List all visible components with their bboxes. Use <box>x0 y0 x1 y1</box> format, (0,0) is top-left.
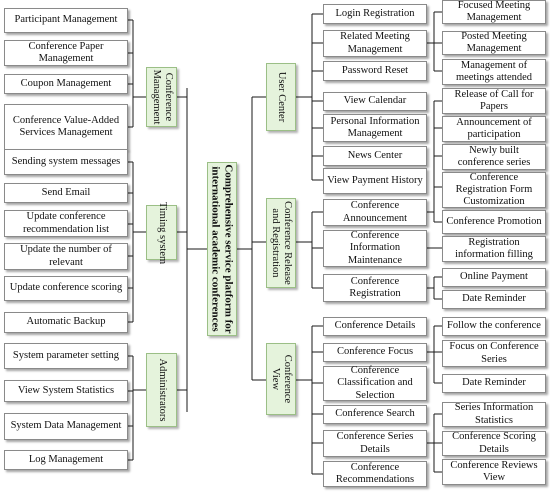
left-item: Automatic Backup <box>4 312 128 333</box>
far-item: Newly built conference series <box>442 144 546 170</box>
mid-item: Password Reset <box>323 61 427 81</box>
left-item: System Data Management <box>4 413 128 440</box>
mid-item: Conference Announcement <box>323 199 427 226</box>
group-conference-view: Conference View <box>266 343 296 415</box>
group-release-registration: Conference Release and Registration <box>266 198 296 288</box>
far-item: Conference Promotion <box>442 210 546 234</box>
group-timing-system: Timing system <box>146 201 177 264</box>
far-item: Conference Scoring Details <box>442 431 546 456</box>
mid-item: Personal Information Management <box>323 114 427 142</box>
group-label: Conference Management <box>150 69 174 125</box>
far-item: Date Reminder <box>442 290 546 309</box>
mid-item: Conference Search <box>323 405 427 424</box>
left-item: Participant Management <box>4 8 128 33</box>
far-item: Announcement of participation <box>442 116 546 142</box>
left-item: Log Management <box>4 450 128 470</box>
group-label: Conference View <box>270 354 294 404</box>
left-item: System parameter setting <box>4 343 128 369</box>
mid-item: Conference Registration <box>323 274 427 302</box>
mid-item: Login Registration <box>323 4 427 24</box>
group-label: Timing system <box>156 201 168 264</box>
far-item: Date Reminder <box>442 374 546 393</box>
mid-item: View Payment History <box>323 168 427 194</box>
far-item: Conference Reviews View <box>442 459 546 485</box>
far-item: Online Payment <box>442 268 546 287</box>
far-item: Release of Call for Papers <box>442 88 546 114</box>
mid-item: Conference Focus <box>323 343 427 362</box>
left-item: Conference Value-Added Services Manageme… <box>4 104 128 150</box>
far-item: Series Information Statistics <box>442 402 546 427</box>
left-item: Update conference recommendation list <box>4 210 128 237</box>
far-item: Registration information filling <box>442 236 546 262</box>
mid-item: Conference Classification and Selection <box>323 365 427 401</box>
left-item: Send Email <box>4 183 128 203</box>
center-title: Comprehensive service platform for inter… <box>210 164 235 334</box>
left-item: Update conference scoring <box>4 276 128 301</box>
far-item: Posted Meeting Management <box>442 31 546 55</box>
far-item: Focus on Conference Series <box>442 340 546 367</box>
mid-item: Conference Information Maintenance <box>323 230 427 267</box>
left-item: Conference Paper Management <box>4 40 128 66</box>
mid-item: News Center <box>323 146 427 166</box>
far-item: Focused Meeting Management <box>442 0 546 24</box>
group-label: Conference Release and Registration <box>270 201 294 285</box>
mid-item: Conference Series Details <box>323 430 427 457</box>
mid-item: Conference Details <box>323 317 427 336</box>
left-item: Update the number of relevant <box>4 243 128 270</box>
mid-item: Conference Recommendations <box>323 461 427 487</box>
mid-item: View Calendar <box>323 92 427 111</box>
group-label: User Center <box>276 71 288 123</box>
far-item: Follow the conference <box>442 317 546 336</box>
far-item: Management of meetings attended <box>442 59 546 85</box>
group-user-center: User Center <box>266 63 296 131</box>
left-item: View System Statistics <box>4 380 128 402</box>
far-item: Conference Registration Form Customizati… <box>442 172 546 208</box>
center-node: Comprehensive service platform for inter… <box>207 162 237 336</box>
left-item: Coupon Management <box>4 74 128 94</box>
group-administrators: Administrators <box>146 353 177 427</box>
mid-item: Related Meeting Management <box>323 30 427 57</box>
left-item: Sending system messages <box>4 149 128 175</box>
group-label: Administrators <box>156 358 168 422</box>
group-conference-management: Conference Management <box>146 67 177 127</box>
